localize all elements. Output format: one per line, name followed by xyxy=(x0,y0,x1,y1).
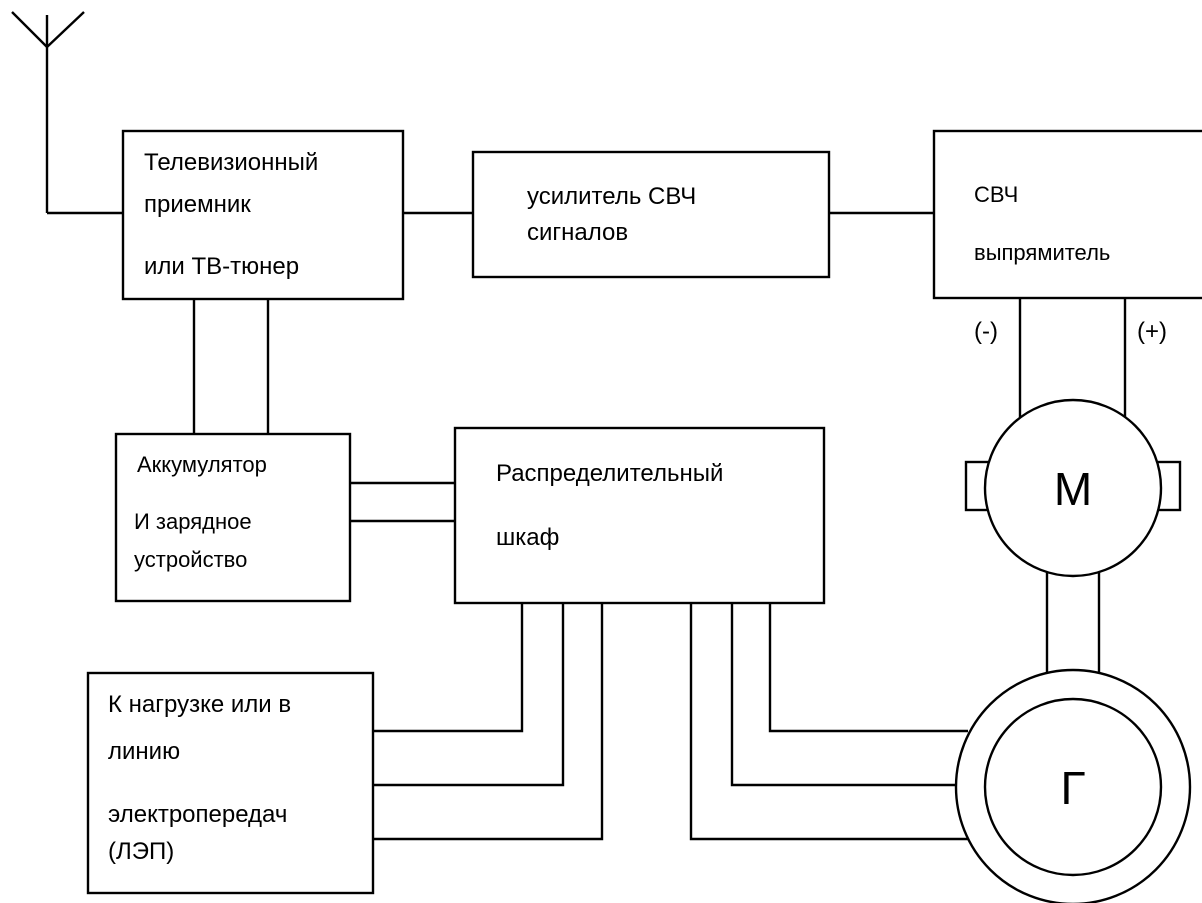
generator-symbol: Г xyxy=(954,668,1192,903)
battery-block: Аккумулятор И зарядное устройство xyxy=(114,432,352,603)
battery-label-line1: Аккумулятор xyxy=(137,452,267,477)
wire-cabinet-generator-1 xyxy=(768,603,968,733)
motor-label: М xyxy=(1054,463,1092,515)
generator-label: Г xyxy=(1061,762,1086,814)
battery-label-line2: И зарядное xyxy=(134,509,252,534)
wire-cabinet-load-3 xyxy=(373,603,604,841)
load-label-line4: (ЛЭП) xyxy=(108,838,174,865)
wire-cabinet-generator-3 xyxy=(689,603,968,841)
distribution-cabinet-block: Распределительный шкаф xyxy=(453,426,826,605)
tv-receiver-label-line2: приемник xyxy=(144,191,251,218)
connection-wires xyxy=(47,211,1127,841)
amplifier-block: усилитель СВЧ сигналов xyxy=(471,150,831,279)
tv-receiver-label-line1: Телевизионный xyxy=(144,149,318,176)
amplifier-label-line1: усилитель СВЧ xyxy=(527,183,696,210)
polarity-minus-label: (-) xyxy=(974,318,998,345)
polarity-plus-label: (+) xyxy=(1137,318,1167,345)
wire-cabinet-generator-2 xyxy=(730,603,958,787)
wire-cabinet-load-1 xyxy=(373,603,524,733)
load-label-line3: электропередач xyxy=(108,801,287,828)
antenna-icon xyxy=(11,11,85,213)
motor-circle xyxy=(983,398,1163,578)
tv-receiver-label-line3: или ТВ-тюнер xyxy=(144,253,299,280)
load-label-line2: линию xyxy=(108,738,180,765)
rectifier-block: СВЧ выпрямитель xyxy=(932,129,1202,300)
amplifier-label-line2: сигналов xyxy=(527,219,628,246)
motor-symbol: М xyxy=(964,398,1182,578)
rectifier-label-line1: СВЧ xyxy=(974,182,1018,207)
rectifier-label-line2: выпрямитель xyxy=(974,240,1110,265)
load-block: К нагрузке или в линию электропередач (Л… xyxy=(86,671,375,895)
load-label-line1: К нагрузке или в xyxy=(108,691,291,718)
cabinet-label-line2: шкаф xyxy=(496,524,559,551)
generator-inner-circle xyxy=(983,697,1163,877)
battery-label-line3: устройство xyxy=(134,547,247,572)
cabinet-label-line1: Распределительный xyxy=(496,460,723,487)
tv-receiver-block: Телевизионный приемник или ТВ-тюнер xyxy=(121,129,405,301)
wire-cabinet-load-2 xyxy=(373,603,565,787)
